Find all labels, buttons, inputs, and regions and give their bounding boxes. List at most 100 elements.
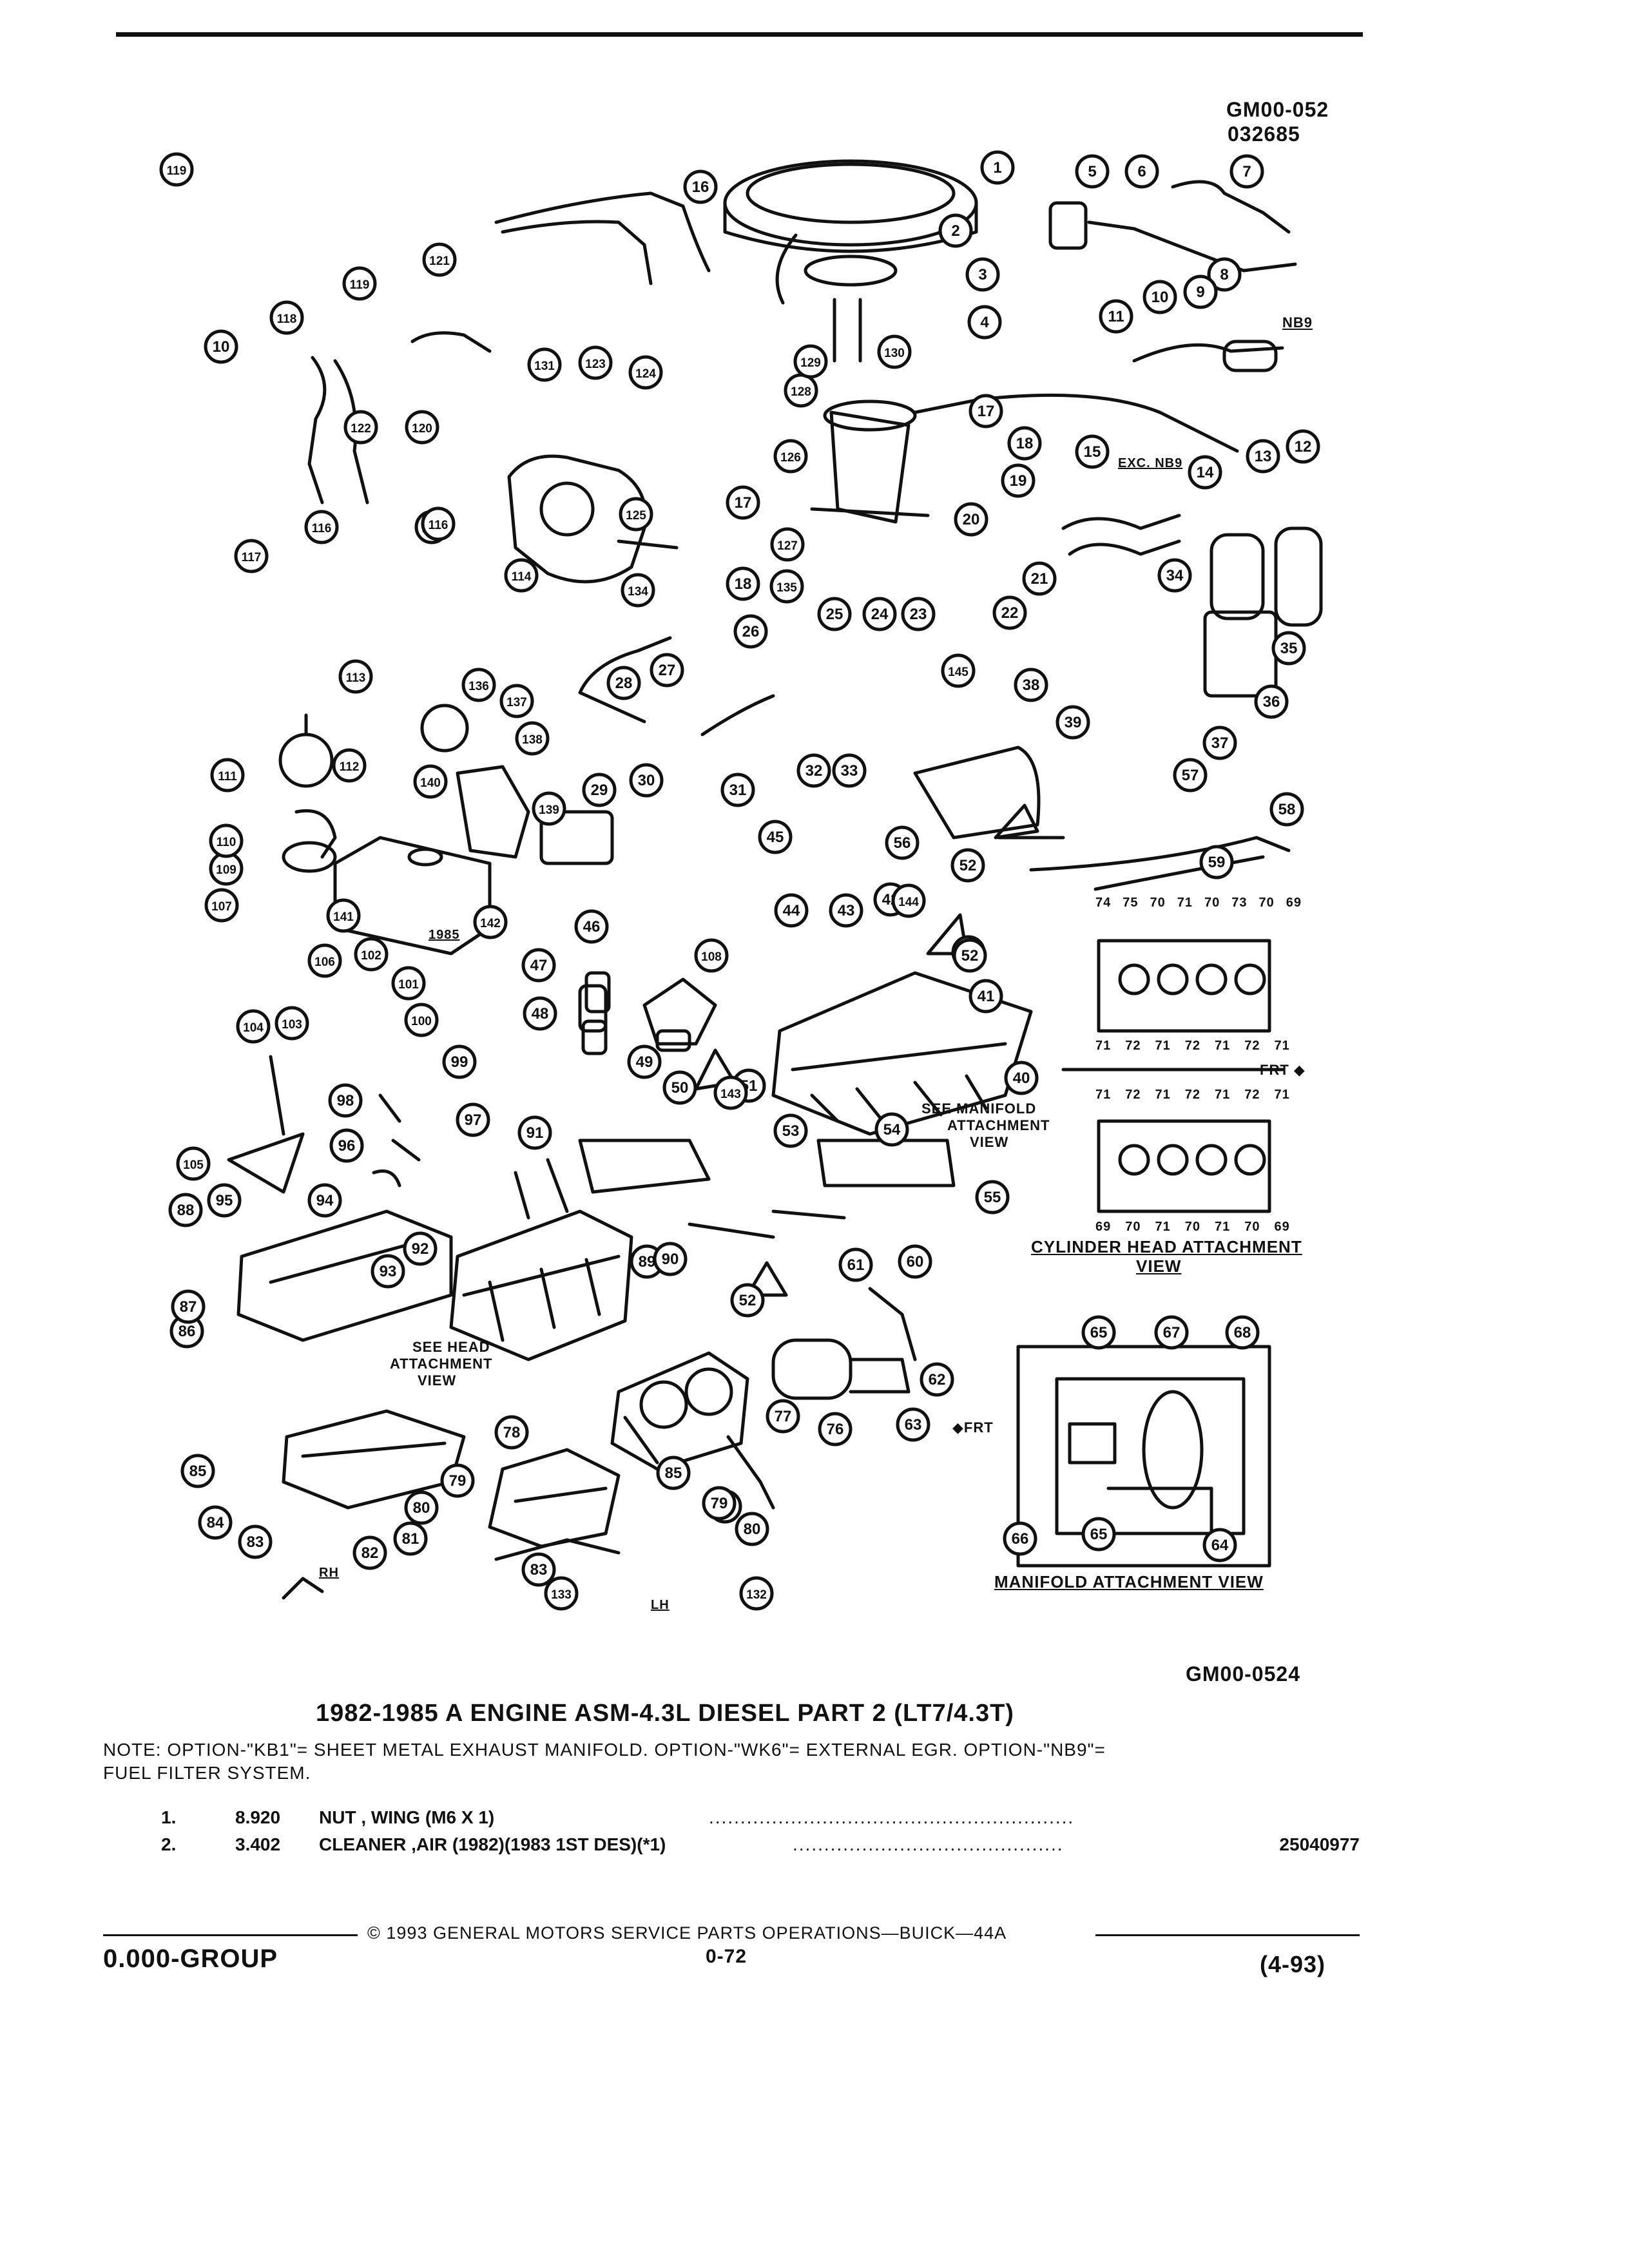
callout-circle (992, 595, 1027, 630)
callout-circle (952, 938, 987, 973)
callout-marker: 4 (967, 305, 1002, 340)
callout-marker: 80 (404, 1490, 439, 1525)
callout-marker: 120 (405, 410, 439, 445)
callout-number: 81 (402, 1530, 419, 1548)
callout-number: 36 (1263, 693, 1280, 711)
callout-number: 59 (1208, 854, 1226, 871)
callout-number: 127 (777, 539, 798, 553)
callout-circle (504, 558, 539, 593)
callout-circle (171, 1289, 206, 1324)
callout-marker: 131 (527, 347, 562, 382)
callout-marker: 111 (210, 758, 245, 793)
callout-number: 33 (841, 762, 858, 780)
callout-circle (544, 1576, 579, 1611)
callout-marker: 100 (404, 1003, 439, 1037)
callout-number: 56 (894, 834, 911, 852)
callout-marker: 52 (730, 1283, 765, 1318)
callout-circle (521, 1552, 556, 1587)
callout-number: 17 (735, 494, 752, 512)
fuel-injection-lines (307, 191, 711, 505)
callout-marker: 99 (442, 1044, 477, 1079)
callout-marker: 134 (621, 573, 655, 608)
callout-circle (198, 1505, 233, 1540)
egr-valve-part (278, 704, 469, 873)
label-see-manifold-3: VIEW (970, 1134, 1009, 1150)
callout-marker: 17 (726, 485, 760, 520)
callout-marker: 49 (627, 1044, 662, 1079)
callout-number: 114 (512, 570, 532, 584)
label-1985: 1985 (429, 928, 460, 942)
callout-circle (683, 169, 718, 204)
callout-circle (629, 763, 664, 798)
callout-marker: 143 (713, 1075, 748, 1110)
callout-circle (874, 1112, 909, 1147)
callout-circle (619, 497, 653, 532)
callout-number: 24 (871, 606, 889, 623)
callout-number: 57 (1182, 767, 1199, 784)
callout-number: 34 (1166, 567, 1184, 584)
callout-number: 79 (449, 1472, 467, 1490)
callout-circle (523, 996, 557, 1031)
callout-circle (532, 791, 566, 826)
head-label: 74 (1095, 896, 1112, 910)
callout-circle (515, 721, 550, 756)
callout-circle (1154, 1315, 1189, 1350)
callout-marker: 107 (204, 888, 239, 923)
callout-number: 27 (659, 662, 676, 679)
callout-number: 29 (591, 782, 608, 799)
starter-motor-part (771, 1287, 917, 1400)
callout-number: 48 (532, 1005, 549, 1023)
callout-circle (735, 1512, 769, 1546)
callout-circle (352, 1535, 387, 1570)
head-label: 71 (1177, 896, 1193, 910)
callout-circle (403, 1231, 438, 1266)
callout-marker: 41 (969, 979, 1003, 1014)
callout-marker: 132 (739, 1576, 774, 1611)
callout-circle (343, 410, 378, 445)
callout-marker: 127 (770, 527, 805, 562)
callout-number: 139 (539, 803, 559, 817)
callout-number: 106 (314, 956, 335, 969)
callout-circle (473, 905, 508, 939)
bracket-part (456, 765, 614, 865)
callout-number: 10 (213, 338, 230, 356)
callout-number: 50 (671, 1079, 689, 1097)
callout-marker: 66 (1003, 1521, 1037, 1556)
callout-marker: 29 (582, 773, 617, 807)
callout-number: 13 (1255, 448, 1272, 465)
callout-circle (713, 1075, 748, 1110)
callout-number: 14 (1197, 464, 1214, 481)
callout-marker: 92 (403, 1231, 438, 1266)
callout-marker: 10 (204, 329, 238, 364)
callout-number: 116 (429, 519, 448, 532)
callout-marker: 116 (304, 510, 339, 544)
callout-marker: 53 (773, 1113, 808, 1148)
callout-marker: 9 (1183, 274, 1218, 309)
callout-number: 120 (412, 422, 432, 436)
callout-marker: 3 (965, 257, 1000, 292)
callout-marker: 33 (832, 753, 867, 788)
callout-circle (1229, 154, 1264, 189)
callout-circle (969, 979, 1003, 1014)
callout-circle (606, 666, 641, 700)
callout-marker: 128 (784, 373, 818, 408)
callout-circle (938, 213, 973, 248)
callout-number: 107 (211, 900, 232, 914)
callout-number: 137 (506, 696, 527, 709)
callout-number: 8 (1220, 266, 1228, 284)
callout-marker: 55 (975, 1180, 1010, 1215)
callout-circle (627, 1044, 662, 1079)
note-line-1: NOTE: OPTION-"KB1"= SHEET METAL EXHAUST … (103, 1740, 1106, 1760)
head-label: 70 (1184, 1220, 1200, 1234)
callout-circle (1286, 429, 1320, 464)
callout-circle (832, 753, 867, 788)
callout-marker: 50 (662, 1070, 697, 1105)
note-line-2: FUEL FILTER SYSTEM. (103, 1763, 311, 1783)
callout-number: 18 (1016, 435, 1034, 452)
callout-marker: 64 (1202, 1528, 1237, 1562)
callout-number: 12 (1295, 438, 1312, 456)
callout-marker: 123 (578, 345, 613, 380)
callout-circle (980, 150, 1015, 185)
head-label: 70 (1244, 1220, 1260, 1234)
callout-number: 131 (534, 360, 555, 373)
